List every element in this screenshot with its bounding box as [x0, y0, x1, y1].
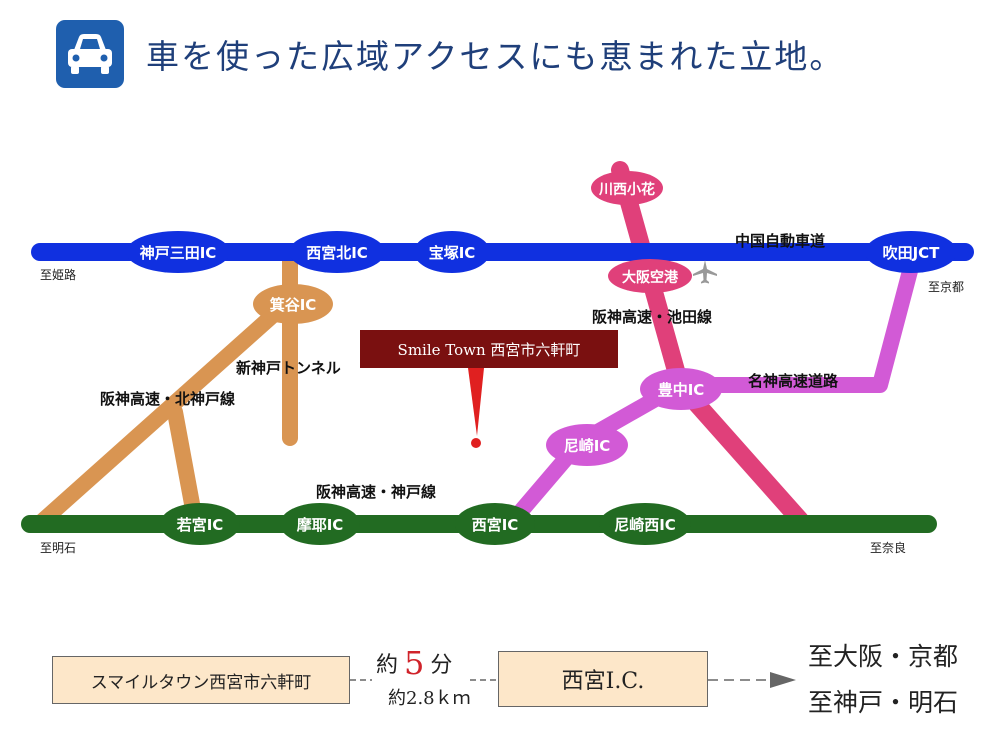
ic-nishinomiya: 西宮IC: [455, 503, 535, 545]
time-unit: 分: [430, 653, 453, 678]
ic-kobe-sanda: 神戸三田IC: [126, 231, 230, 273]
ic-label: 豊中IC: [658, 381, 705, 399]
ic-label: 摩耶IC: [297, 516, 344, 534]
road-name-shinkobe-tunnel: 新神戸トンネル: [236, 359, 341, 377]
direction-kyoto: 至京都: [928, 280, 964, 294]
road-name-kitakobe: 阪神高速・北神戸線: [100, 390, 235, 408]
ic-wakamiya: 若宮IC: [160, 503, 240, 545]
ic-minoo: 箕谷IC: [253, 284, 333, 324]
ikeda-line: [611, 161, 809, 529]
time-value: 5: [404, 644, 425, 682]
ic-label: 若宮IC: [176, 516, 224, 534]
direction-akashi: 至明石: [40, 541, 76, 555]
destination-osaka-kyoto: 至大阪・京都: [808, 642, 959, 671]
ic-maya: 摩耶IC: [280, 503, 360, 545]
airplane-icon: [693, 260, 717, 284]
ic-label: 神戸三田IC: [140, 244, 217, 262]
time-prefix: 約: [376, 653, 399, 678]
page-title: 車を使った広域アクセスにも恵まれた立地。: [146, 37, 845, 76]
road-name-ikeda: 阪神高速・池田線: [592, 308, 712, 326]
direction-himeji: 至姫路: [40, 267, 76, 282]
destination-ic-box: 西宮I.C.: [498, 651, 708, 707]
ic-label: 宝塚IC: [429, 244, 476, 262]
location-label: Smile Town 西宮市六軒町: [398, 341, 581, 359]
ic-nishinomiya-kita: 西宮北IC: [289, 231, 385, 273]
pin-icon: [468, 368, 484, 436]
ic-amagasaki: 尼崎IC: [546, 424, 628, 466]
ic-label: 箕谷IC: [269, 296, 317, 314]
road-name-chugoku: 中国自動車道: [735, 232, 825, 250]
ic-label: 吹田JCT: [883, 244, 941, 262]
kitakobe-line: [30, 292, 298, 533]
direction-nara: 至奈良: [870, 540, 906, 555]
ic-kawanishi-obana: 川西小花: [591, 171, 663, 205]
car-icon: [56, 20, 124, 88]
location-marker: Smile Town 西宮市六軒町: [360, 330, 618, 448]
travel-distance: 約2.8ｋｍ: [388, 688, 471, 709]
pin-dot: [471, 438, 481, 448]
ic-label: 尼崎西IC: [614, 516, 676, 534]
destination-kobe-akashi: 至神戸・明石: [808, 688, 959, 717]
ic-label: 西宮北IC: [306, 244, 368, 262]
ic-toyonaka: 豊中IC: [640, 368, 722, 410]
ic-suita-jct: 吹田JCT: [865, 231, 957, 273]
road-name-kobe: 阪神高速・神戸線: [316, 483, 436, 501]
ic-takarazuka: 宝塚IC: [414, 231, 490, 273]
ic-label: 西宮IC: [472, 516, 519, 534]
ic-label: 大阪空港: [622, 269, 679, 286]
arrow-right-icon: [770, 672, 796, 688]
ic-osaka-airport: 大阪空港: [608, 259, 692, 293]
start-location-box: スマイルタウン西宮市六軒町: [52, 656, 350, 704]
ic-amagasaki-nishi: 尼崎西IC: [599, 503, 691, 545]
ic-label: 川西小花: [598, 181, 655, 198]
ic-label: 尼崎IC: [564, 437, 611, 455]
road-name-meishin: 名神高速道路: [748, 372, 839, 390]
